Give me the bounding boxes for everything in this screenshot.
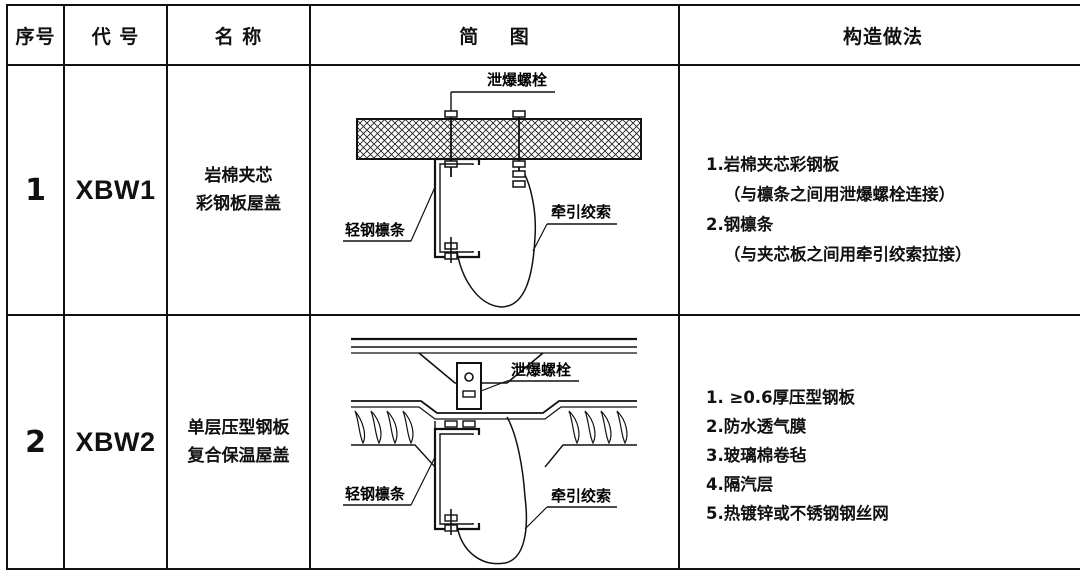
header-code: 代 号 (63, 4, 168, 66)
row-name: 单层压型钢板 复合保温屋盖 (166, 314, 311, 570)
cable-label: 牵引绞索 (551, 487, 611, 505)
row-method: 1.岩棉夹芯彩钢板 （与檩条之间用泄爆螺栓连接） 2.钢檩条 （与夹芯板之间用牵… (678, 64, 1080, 316)
header-seq: 序号 (6, 4, 65, 66)
cleat-plate (456, 362, 482, 410)
row-figure: 泄爆螺栓 (309, 64, 680, 316)
method-line: 2.防水透气膜 (706, 416, 807, 436)
purlin (433, 427, 481, 531)
row-code: XBW1 (63, 64, 168, 316)
header-row: 序号 代 号 名 称 简 图 构造做法 (6, 4, 1080, 66)
method-line: （与夹芯板之间用牵引绞索拉接） (724, 245, 972, 264)
profiled-sheet-diagram: 泄爆螺栓 (343, 337, 637, 565)
purlin-label: 轻钢檩条 (345, 485, 406, 503)
method-line: （与檩条之间用泄爆螺栓连接） (724, 185, 955, 204)
row-figure: 泄爆螺栓 (309, 314, 680, 570)
method-line: 5.热镀锌或不锈钢钢丝网 (706, 503, 889, 523)
bolt-label: 泄爆螺栓 (487, 71, 547, 89)
construction-table: 序号 代 号 名 称 简 图 构造做法 1 XBW1 岩棉夹芯 彩钢板屋盖 泄爆… (6, 4, 1080, 570)
header-name: 名 称 (166, 4, 311, 66)
glass-wool-blanket (354, 410, 628, 445)
header-figure: 简 图 (309, 4, 680, 66)
method-line: 2.钢檩条 (706, 215, 774, 234)
sandwich-panel (356, 118, 642, 160)
table-row: 2 XBW2 单层压型钢板 复合保温屋盖 泄爆螺栓 (6, 314, 1080, 570)
table-row: 1 XBW1 岩棉夹芯 彩钢板屋盖 泄爆螺栓 (6, 64, 1080, 316)
method-line: 1. ≥0.6厚压型钢板 (706, 387, 856, 407)
traction-cable (456, 416, 528, 565)
cable-label: 牵引绞索 (551, 203, 611, 221)
row-name-line: 单层压型钢板 (187, 418, 290, 438)
purlin (433, 157, 481, 259)
method-line: 3.玻璃棉卷毡 (706, 445, 807, 465)
method-line: 4.隔汽层 (706, 474, 774, 494)
profiled-steel-sheet (351, 400, 637, 414)
row-name-line: 彩钢板屋盖 (196, 194, 281, 214)
row-method: 1. ≥0.6厚压型钢板 2.防水透气膜 3.玻璃棉卷毡 4.隔汽层 5.热镀锌… (678, 314, 1080, 570)
row-code: XBW2 (63, 314, 168, 570)
traction-cable (456, 174, 537, 308)
sandwich-panel-diagram: 泄爆螺栓 (343, 71, 642, 308)
method-line: 1.岩棉夹芯彩钢板 (706, 155, 840, 174)
row-name-line: 复合保温屋盖 (187, 446, 290, 466)
row-name-line: 岩棉夹芯 (204, 166, 273, 186)
row-seq: 2 (6, 314, 65, 570)
header-method: 构造做法 (678, 4, 1080, 66)
row-name: 岩棉夹芯 彩钢板屋盖 (166, 64, 311, 316)
explosion-bolt-right (512, 110, 526, 188)
bolt-label: 泄爆螺栓 (511, 361, 571, 379)
purlin-label: 轻钢檩条 (345, 221, 406, 239)
row-seq: 1 (6, 64, 65, 316)
